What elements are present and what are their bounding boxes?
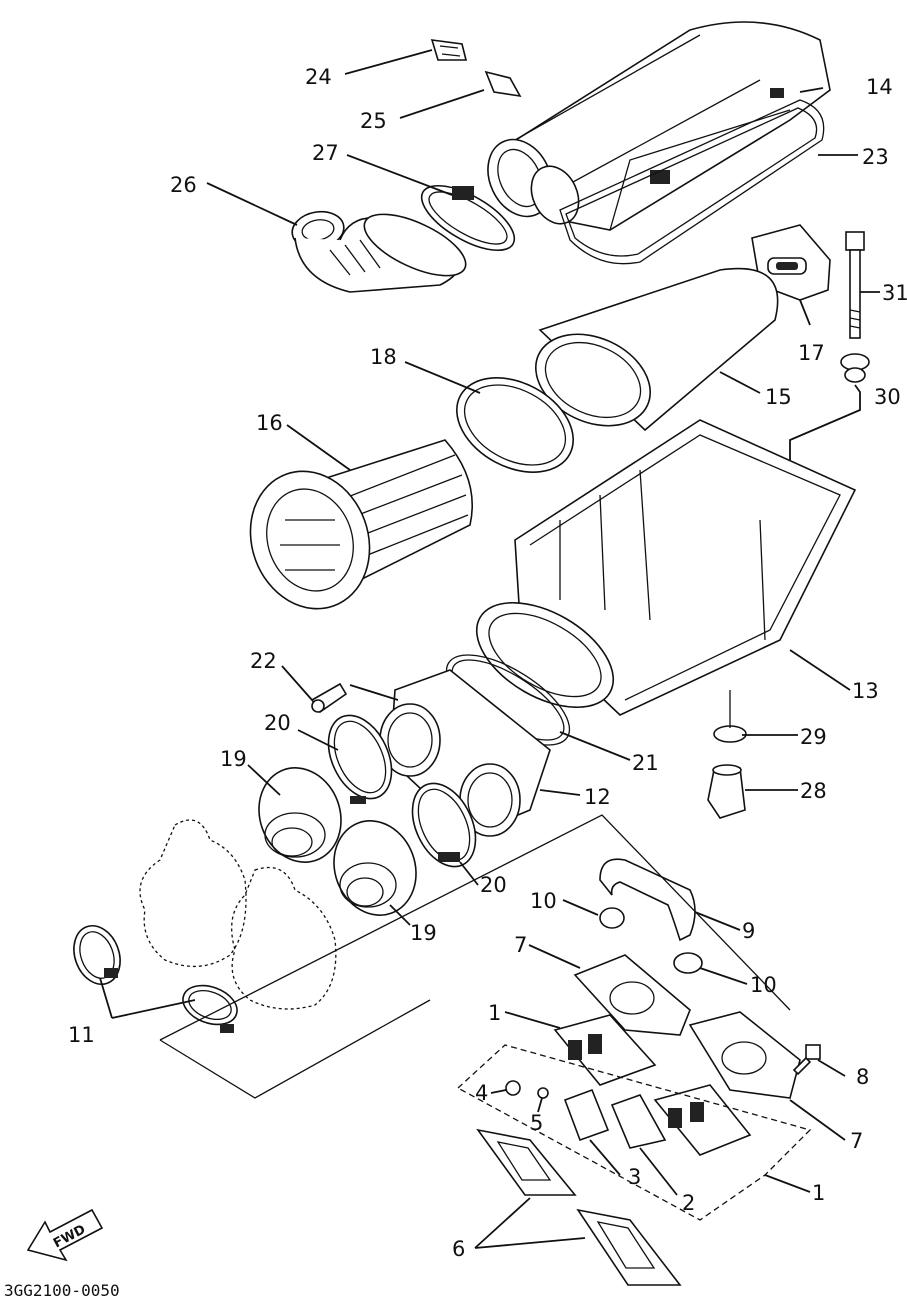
part-27-clamp — [420, 184, 516, 252]
group-box-carburetor — [159, 814, 791, 1099]
callout-20-lower: 20 — [480, 873, 507, 897]
part-29-clip — [713, 690, 747, 743]
callout-24: 24 — [305, 65, 332, 89]
part-6-gasket-lower — [576, 1208, 682, 1286]
part-24-clip — [430, 39, 468, 61]
part-4-screw — [505, 1080, 521, 1096]
part-11-clamp-a — [73, 925, 121, 985]
callout-19-upper: 19 — [220, 747, 247, 771]
part-1-reed-valve-upper — [553, 1014, 657, 1086]
callout-1-upper: 1 — [488, 1001, 501, 1025]
callout-9: 9 — [742, 919, 755, 943]
callout-15: 15 — [765, 385, 792, 409]
callout-19-lower: 19 — [410, 921, 437, 945]
callout-17: 17 — [798, 341, 825, 365]
part-10-cap-b — [673, 952, 703, 974]
callout-3: 3 — [628, 1165, 641, 1189]
callout-14: 14 — [866, 75, 893, 99]
callout-4: 4 — [475, 1081, 488, 1105]
part-7-manifold-lower — [688, 1011, 801, 1099]
callout-26: 26 — [170, 173, 197, 197]
callout-30: 30 — [874, 385, 901, 409]
part-30-grommet — [840, 353, 870, 383]
part-9-hose — [599, 858, 696, 942]
callout-numbers: 24 25 27 26 14 23 31 17 30 18 15 16 13 2… — [68, 65, 907, 1261]
part-31-bolt — [845, 231, 865, 339]
callout-5: 5 — [530, 1111, 543, 1135]
part-16-filter-guide — [249, 439, 473, 610]
leader-lines — [99, 49, 880, 1249]
callout-12: 12 — [584, 785, 611, 809]
part-5-washer — [537, 1087, 549, 1099]
callout-25: 25 — [360, 109, 387, 133]
part-19-carb-joint-lower — [333, 820, 417, 916]
part-3-reed-petal — [563, 1088, 610, 1142]
part-2-reed-stopper — [610, 1094, 667, 1149]
part-25-clip — [484, 70, 522, 98]
part-26-intake-duct — [291, 210, 467, 293]
part-20-clamp-lower — [411, 782, 477, 868]
callout-27: 27 — [312, 141, 339, 165]
part-22-screw — [310, 682, 348, 714]
callout-23: 23 — [862, 145, 889, 169]
drawing-code: 3GG2100-0050 — [4, 1281, 120, 1299]
part-11-clamp-b — [182, 984, 238, 1033]
callout-13: 13 — [852, 679, 879, 703]
part-10-cap-a — [599, 907, 625, 929]
callout-8: 8 — [856, 1065, 869, 1089]
callout-10-upper: 10 — [530, 889, 557, 913]
callout-10-lower: 10 — [750, 973, 777, 997]
callout-1-lower: 1 — [812, 1181, 825, 1205]
part-23-cover-seal — [559, 99, 825, 265]
part-18-filter-ring — [456, 377, 574, 473]
callout-2: 2 — [682, 1191, 695, 1215]
callout-22: 22 — [250, 649, 277, 673]
callout-18: 18 — [370, 345, 397, 369]
callout-7-upper: 7 — [514, 933, 527, 957]
callout-28: 28 — [800, 779, 827, 803]
part-19-carb-joint-upper — [258, 767, 342, 863]
callout-11: 11 — [68, 1023, 95, 1047]
group-box-reed — [456, 1044, 812, 1221]
callout-31: 31 — [882, 281, 907, 305]
part-28-fitting — [707, 764, 746, 819]
callout-20-upper: 20 — [264, 711, 291, 735]
part-6-gasket-upper — [476, 1128, 577, 1196]
part-14-airbox-cover — [487, 21, 831, 231]
callout-21: 21 — [632, 751, 659, 775]
callout-16: 16 — [256, 411, 283, 435]
part-13-airbox-case — [475, 419, 857, 716]
part-8-bolt — [792, 1044, 821, 1076]
callout-29: 29 — [800, 725, 827, 749]
part-20-clamp-upper — [327, 714, 393, 804]
carburetor-outline — [139, 819, 337, 1010]
part-7-manifold-upper — [573, 954, 691, 1036]
part-15-air-filter — [534, 267, 779, 432]
callout-7-lower: 7 — [850, 1129, 863, 1153]
part-1-reed-valve-lower — [653, 1084, 752, 1156]
fwd-arrow-icon: FWD — [26, 1208, 104, 1262]
callout-6: 6 — [452, 1237, 465, 1261]
